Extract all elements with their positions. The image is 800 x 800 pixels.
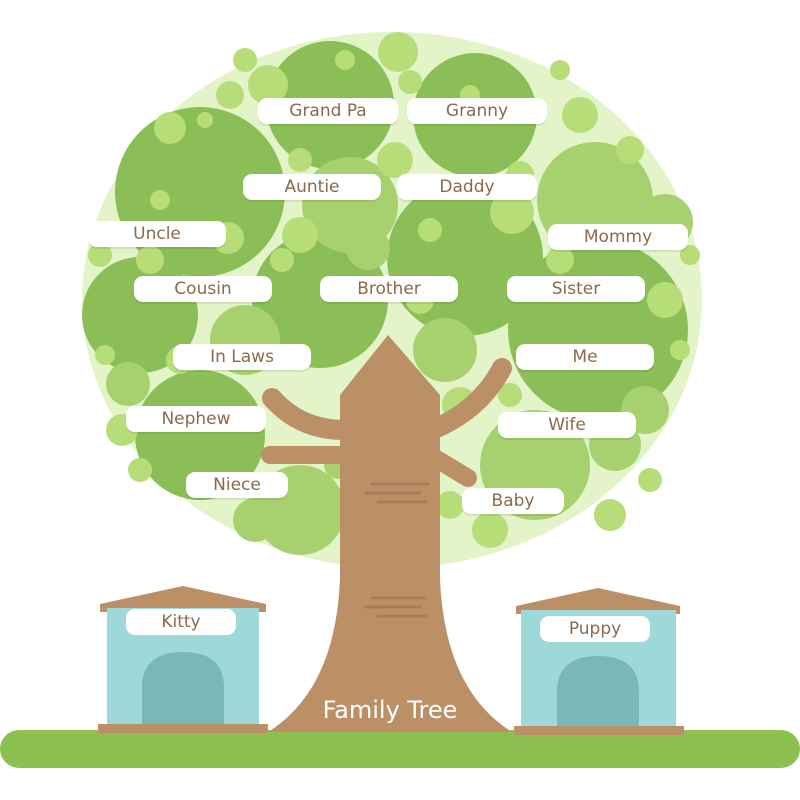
label-auntie: Auntie — [243, 174, 381, 200]
leaf-circle — [233, 498, 277, 542]
label-brother: Brother — [320, 276, 458, 302]
leaf-circle — [550, 60, 570, 80]
label-cousin: Cousin — [134, 276, 272, 302]
tree-trunk — [268, 335, 512, 732]
leaf-circle — [418, 218, 442, 242]
label-granny: Granny — [407, 98, 547, 124]
leaf-circle — [616, 136, 644, 164]
puppy-house-door — [557, 656, 639, 728]
puppy-house-base — [514, 726, 684, 735]
left-branch — [262, 388, 355, 440]
leaf-circle — [546, 246, 574, 274]
label-wife: Wife — [498, 412, 636, 438]
leaf-circle — [128, 458, 152, 482]
leaf-circle — [282, 217, 318, 253]
leaf-circle — [154, 112, 186, 144]
label-mommy: Mommy — [548, 224, 688, 250]
label-baby: Baby — [462, 488, 564, 514]
leaf-circle — [233, 48, 257, 72]
label-inlaws: In Laws — [173, 344, 311, 370]
leaf-circle — [680, 245, 700, 265]
leaf-circle — [197, 112, 213, 128]
trunk-stripes — [364, 482, 430, 618]
leaf-circle — [248, 65, 288, 105]
leaf-circle — [288, 148, 312, 172]
leaf-circle — [490, 190, 534, 234]
leaf-circle — [398, 70, 422, 94]
label-puppy: Puppy — [540, 616, 650, 642]
leaf-circle — [498, 383, 522, 407]
leaf-circle — [150, 190, 170, 210]
label-me: Me — [516, 344, 654, 370]
leaf-circle — [647, 282, 683, 318]
grass-ground — [0, 730, 800, 768]
leaf-circle — [135, 370, 265, 500]
leaf-circle — [436, 491, 464, 519]
trunk-shape — [268, 335, 512, 732]
leaf-circle — [638, 468, 662, 492]
family-tree-title: Family Tree — [322, 696, 458, 724]
leaf-circle — [88, 243, 112, 267]
label-nephew: Nephew — [126, 406, 266, 432]
leaf-circle — [270, 248, 294, 272]
leaf-circle — [216, 81, 244, 109]
label-sister: Sister — [507, 276, 645, 302]
leaf-circle — [377, 142, 413, 178]
leaf-circle — [413, 318, 477, 382]
label-grandpa: Grand Pa — [258, 98, 398, 124]
leaf-circle — [594, 499, 626, 531]
kitty-house-door — [142, 652, 224, 726]
label-kitty: Kitty — [126, 609, 236, 635]
label-uncle: Uncle — [88, 221, 226, 247]
leaf-circle — [346, 226, 390, 270]
right-branch — [422, 358, 512, 440]
leaf-circle — [106, 362, 150, 406]
leaf-circle — [670, 340, 690, 360]
puppy-house — [514, 588, 684, 735]
leaf-circle — [562, 97, 598, 133]
leaf-circle — [378, 32, 418, 72]
kitty-house-roof — [100, 586, 266, 612]
leaf-circle — [472, 512, 508, 548]
puppy-house-roof — [516, 588, 680, 614]
label-daddy: Daddy — [397, 174, 537, 200]
leaf-circle — [335, 50, 355, 70]
kitty-house-base — [98, 724, 268, 733]
label-niece: Niece — [186, 472, 288, 498]
leaf-circle — [95, 345, 115, 365]
leaf-circle — [136, 246, 164, 274]
